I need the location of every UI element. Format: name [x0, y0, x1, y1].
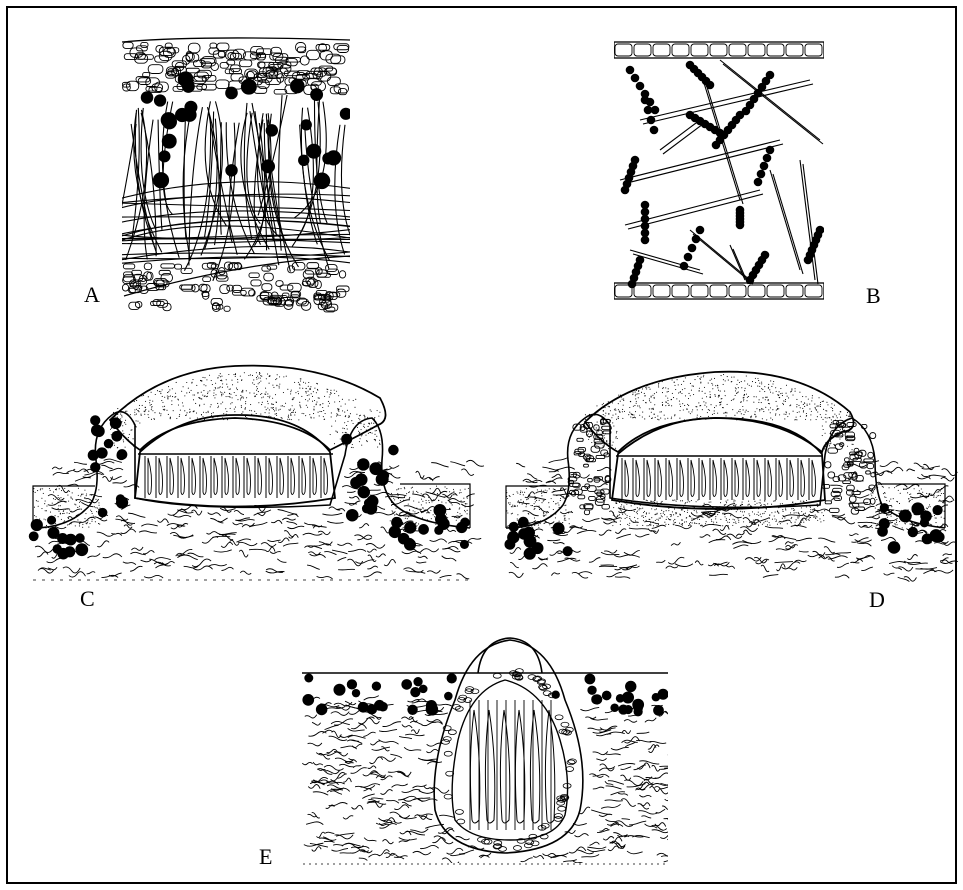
panel-label-b: B: [866, 285, 881, 307]
panel-label-e: E: [259, 846, 272, 868]
panel-label-d: D: [869, 589, 885, 611]
panel-a-drawing: [109, 38, 361, 312]
panel-d-drawing: [504, 372, 957, 582]
panel-label-a: A: [84, 284, 100, 306]
panel-label-c: C: [80, 588, 95, 610]
panel-e-drawing: [302, 638, 683, 865]
panel-b-drawing: [614, 42, 841, 299]
panel-c-drawing: [29, 366, 484, 580]
